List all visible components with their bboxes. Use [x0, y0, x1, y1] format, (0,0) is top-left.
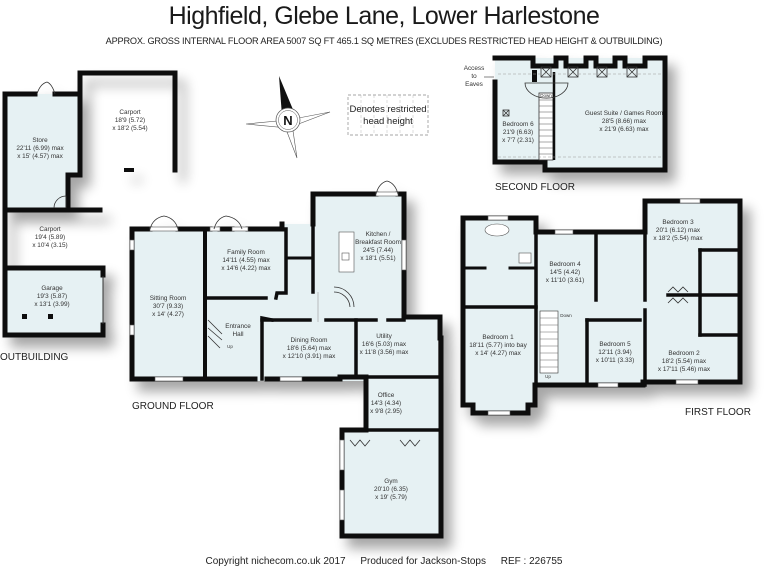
room-bedroom5-dim1: 12'11 (3.94)	[598, 349, 631, 356]
eaves-access-line1: Access	[464, 65, 485, 72]
room-office-dim1: 14'3 (4.34)	[371, 400, 401, 407]
reference-number: REF : 226755	[500, 556, 563, 567]
room-store-name: Store	[32, 137, 48, 144]
room-carport1-name: Carport	[119, 109, 141, 116]
compass-icon: N	[245, 76, 331, 159]
second-floor-labels: Access to Eaves Down Bedroom 6 21'9 (6.6…	[464, 65, 663, 193]
footer: Copyright nichecom.co.uk 2017 Produced f…	[0, 556, 768, 567]
floor-label-first: FIRST FLOOR	[685, 407, 751, 418]
floor-area-note: APPROX. GROSS INTERNAL FLOOR AREA 5007 S…	[105, 36, 663, 46]
room-family-name: Family Room	[227, 249, 265, 256]
room-bedroom5-name: Bedroom 5	[599, 341, 631, 348]
room-carport2-name: Carport	[39, 226, 61, 233]
room-sitting-dim2: x 14' (4.27)	[152, 311, 184, 318]
room-bedroom2-name: Bedroom 2	[668, 350, 700, 357]
room-bedroom2-dim2: x 17'11 (5.46) max	[658, 366, 711, 373]
room-carport2-dim2: x 10'4 (3.15)	[32, 242, 67, 249]
copyright-text: Copyright nichecom.co.uk 2017	[205, 556, 346, 567]
first-floor-labels: Down Up Bedroom 1 18'11 (5.77) into bay …	[469, 219, 751, 418]
restricted-note-line2: head height	[363, 116, 413, 127]
room-garage-name: Garage	[41, 285, 63, 292]
first-floor-plan	[460, 198, 743, 416]
room-bedroom3-name: Bedroom 3	[662, 219, 694, 226]
eaves-access-line2: to	[471, 73, 477, 80]
room-bedroom1-dim2: x 14' (4.27) max	[475, 350, 521, 357]
room-gym-name: Gym	[384, 478, 398, 485]
room-guest-suite-dim2: x 21'9 (6.63) max	[599, 126, 649, 133]
room-utility-dim2: x 11'8 (3.56) max	[360, 349, 410, 356]
ground-stairs-up-label: Up	[227, 344, 233, 349]
floor-label-outbuilding: OUTBUILDING	[0, 352, 69, 363]
restricted-note-line1: Denotes restricted	[349, 104, 426, 115]
room-carport1-dim1: 18'9 (5.72)	[115, 117, 145, 124]
room-guest-suite-name: Guest Suite / Games Room	[585, 110, 663, 117]
room-entrance-hall-name: Entrance	[225, 323, 251, 330]
room-bedroom3-dim2: x 18'2 (5.54) max	[653, 235, 703, 242]
room-utility-dim1: 16'6 (5.03) max	[362, 341, 407, 348]
plan-title: Highfield, Glebe Lane, Lower Harlestone	[168, 2, 600, 30]
second-stairs-down-label: Down	[540, 93, 552, 98]
room-carport1-dim2: x 18'2 (5.54)	[112, 125, 147, 132]
ground-floor-plan: Up	[129, 180, 444, 539]
room-bedroom3-dim1: 20'1 (6.12) max	[656, 227, 701, 234]
room-bedroom6-dim1: 21'9 (6.63)	[503, 129, 533, 136]
outbuilding-labels: Store 22'11 (6.99) max x 15' (4.57) max …	[0, 109, 148, 363]
restricted-height-legend: Denotes restricted head height	[347, 94, 429, 136]
room-family-dim1: 14'11 (4.55) max	[222, 257, 270, 264]
second-floor-plan	[492, 55, 668, 173]
room-kitchen-dim2: x 18'1 (5.51)	[360, 255, 395, 262]
room-garage-dim1: 19'3 (5.87)	[37, 293, 67, 300]
room-guest-suite-dim1: 28'5 (8.66) max	[602, 118, 647, 125]
room-office-dim2: x 9'8 (2.95)	[370, 408, 402, 415]
room-bedroom2-dim1: 18'2 (5.54) max	[662, 358, 707, 365]
room-store-dim1: 22'11 (6.99) max	[16, 145, 64, 152]
room-gym-dim2: x 19' (5.79)	[375, 494, 407, 501]
room-bedroom4-name: Bedroom 4	[549, 261, 581, 268]
room-kitchen-name2: Breakfast Room	[355, 239, 401, 246]
floor-label-second: SECOND FLOOR	[495, 182, 575, 193]
room-office-name: Office	[378, 392, 395, 399]
room-carport2-dim1: 19'4 (5.89)	[35, 234, 65, 241]
room-dining-dim1: 18'6 (5.64) max	[287, 345, 332, 352]
room-bedroom1-name: Bedroom 1	[482, 334, 514, 341]
room-bedroom4-dim1: 14'5 (4.42)	[550, 269, 580, 276]
room-kitchen-dim1: 24'5 (7.44)	[363, 247, 393, 254]
compass-north-label: N	[283, 113, 292, 128]
room-sitting-name: Sitting Room	[150, 295, 187, 302]
room-dining-dim2: x 12'10 (3.91) max	[283, 353, 337, 360]
ground-floor-labels: Sitting Room 30'7 (9.33) x 14' (4.27) Fa…	[132, 231, 409, 501]
room-family-dim2: x 14'6 (4.22) max	[221, 265, 271, 272]
room-bedroom6-dim2: x 7'7 (2.31)	[502, 137, 534, 144]
first-stairs-up-label: Up	[545, 374, 551, 379]
room-dining-name: Dining Room	[291, 337, 328, 344]
produced-for-text: Produced for Jackson-Stops	[360, 556, 486, 567]
outbuilding-plan	[2, 70, 178, 338]
room-utility-name: Utility	[376, 333, 392, 340]
room-store-dim2: x 15' (4.57) max	[17, 153, 63, 160]
eaves-access-line3: Eaves	[465, 81, 483, 88]
room-bedroom1-dim1: 18'11 (5.77) into bay	[469, 342, 527, 349]
floor-label-ground: GROUND FLOOR	[132, 401, 214, 412]
first-stairs-down-label: Down	[560, 313, 572, 318]
room-kitchen-name: Kitchen /	[366, 231, 391, 238]
room-sitting-dim1: 30'7 (9.33)	[153, 303, 183, 310]
room-bedroom4-dim2: x 11'10 (3.61)	[546, 277, 584, 284]
room-bedroom5-dim2: x 10'11 (3.33)	[596, 357, 634, 364]
room-garage-dim2: x 13'1 (3.99)	[34, 301, 69, 308]
room-gym-dim1: 20'10 (6.35)	[374, 486, 408, 493]
room-entrance-hall-name2: Hall	[232, 331, 243, 338]
room-bedroom6-name: Bedroom 6	[502, 121, 534, 128]
